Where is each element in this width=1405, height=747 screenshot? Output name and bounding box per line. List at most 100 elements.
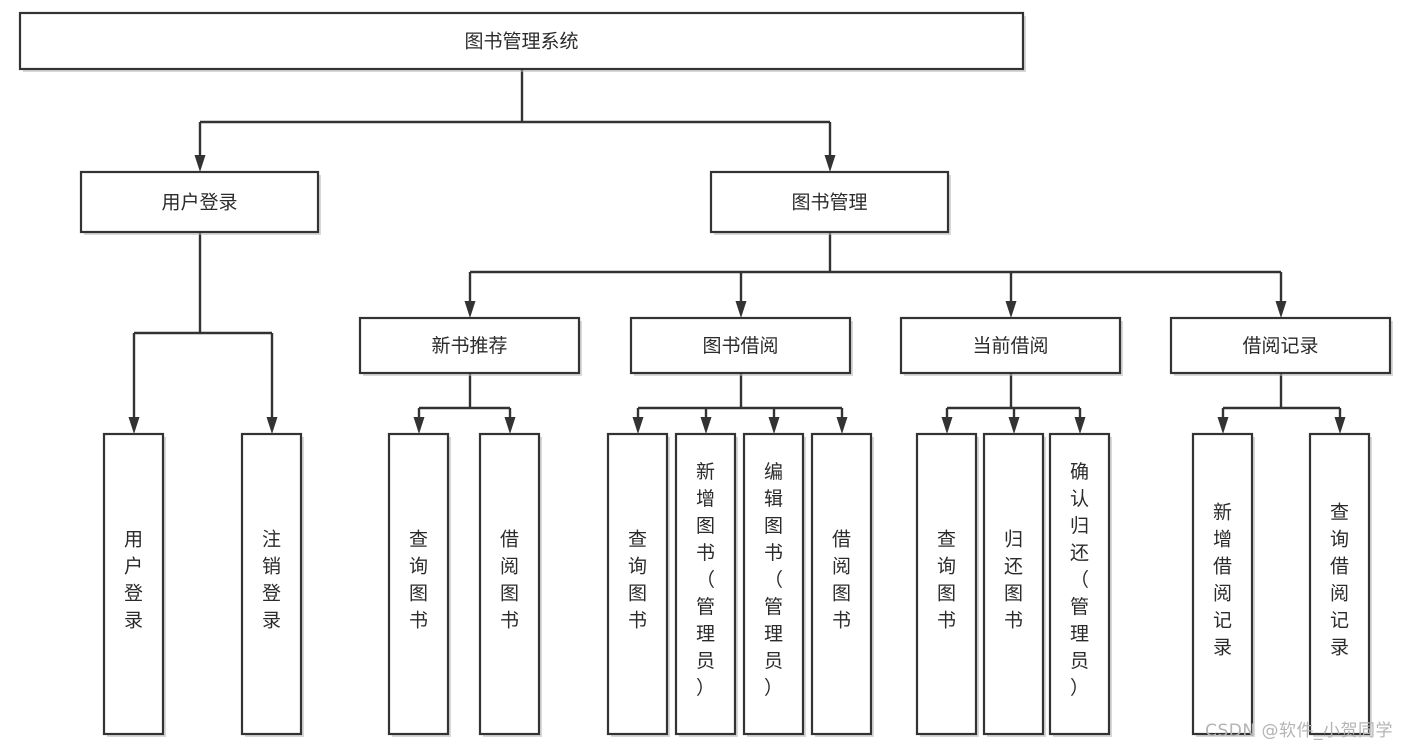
arrowhead-leaf-query-book-2 (632, 417, 644, 434)
node-leaf-user-login[interactable]: 用户登录 (102, 432, 166, 737)
node-leaf-return-book[interactable]: 归还图书 (982, 432, 1046, 737)
node-leaf-borrow-book-2[interactable]: 借阅图书 (810, 432, 874, 737)
node-label: 编辑图书（管理员） (764, 461, 783, 699)
glyph: 查 (409, 529, 428, 551)
node-leaf-confirm-return[interactable]: 确认归还（管理员） (1048, 432, 1112, 737)
node-leaf-query-book-1[interactable]: 查询图书 (387, 432, 451, 737)
glyph: 书 (500, 610, 519, 632)
glyph: ） (696, 677, 715, 699)
arrowhead-book-borrow (735, 301, 747, 318)
node-leaf-borrow-book-1[interactable]: 借阅图书 (478, 432, 542, 737)
glyph: 书 (628, 610, 647, 632)
node-box[interactable] (915, 432, 978, 736)
glyph: 图 (832, 583, 851, 605)
glyph: （ (696, 569, 715, 591)
glyph: 书 (696, 542, 715, 564)
arrowhead-leaf-user-login (128, 417, 140, 434)
node-box[interactable] (240, 432, 303, 736)
glyph: 员 (1070, 650, 1089, 672)
arrowhead-leaf-logout (266, 417, 278, 434)
arrowhead-leaf-query-record (1334, 417, 1346, 434)
glyph: 图 (937, 583, 956, 605)
node-box[interactable] (606, 432, 669, 736)
node-box[interactable] (478, 432, 541, 736)
arrowhead-new-book-rec (464, 301, 476, 318)
node-label: 查询图书 (409, 529, 428, 632)
glyph: 销 (262, 556, 281, 578)
node-box[interactable] (1169, 316, 1392, 375)
node-leaf-query-record[interactable]: 查询借阅记录 (1308, 432, 1372, 737)
glyph: 认 (1070, 488, 1089, 510)
node-root[interactable]: 图书管理系统 (18, 11, 1026, 72)
glyph: 阅 (1213, 583, 1232, 605)
node-leaf-add-book[interactable]: 新增图书（管理员） (674, 432, 738, 737)
glyph: 借 (1213, 556, 1232, 578)
glyph: （ (764, 569, 783, 591)
node-box[interactable] (742, 432, 805, 736)
node-box[interactable] (982, 432, 1045, 736)
node-box[interactable] (102, 432, 165, 736)
glyph: 管 (764, 596, 783, 618)
glyph: 记 (1213, 610, 1232, 632)
glyph: 录 (124, 610, 143, 632)
node-box[interactable] (358, 316, 581, 375)
node-box[interactable] (18, 11, 1025, 71)
node-box[interactable] (1191, 432, 1254, 736)
node-user-login[interactable]: 用户登录 (79, 170, 321, 235)
glyph: 理 (764, 623, 783, 645)
glyph: ） (764, 677, 783, 699)
glyph: 阅 (832, 556, 851, 578)
node-borrow-record[interactable]: 借阅记录 (1169, 316, 1393, 376)
glyph: 书 (764, 542, 783, 564)
node-new-book-rec[interactable]: 新书推荐 (358, 316, 582, 376)
glyph: 录 (1213, 637, 1232, 659)
glyph: 图 (628, 583, 647, 605)
glyph: 理 (1070, 623, 1089, 645)
glyph: 户 (124, 556, 143, 578)
arrowhead-leaf-add-record (1217, 417, 1229, 434)
glyph: 询 (409, 556, 428, 578)
glyph: ） (1070, 677, 1089, 699)
node-leaf-query-book-3[interactable]: 查询图书 (915, 432, 979, 737)
glyph: 查 (628, 529, 647, 551)
node-box[interactable] (674, 432, 737, 736)
node-label: 注销登录 (262, 529, 281, 632)
node-label: 新增借阅记录 (1213, 502, 1232, 659)
glyph: 借 (832, 529, 851, 551)
glyph: 询 (937, 556, 956, 578)
node-box[interactable] (1308, 432, 1371, 736)
node-box[interactable] (79, 170, 320, 234)
node-current-borrow[interactable]: 当前借阅 (899, 316, 1123, 376)
glyph: 记 (1330, 610, 1349, 632)
glyph: 询 (628, 556, 647, 578)
node-label: 借阅图书 (500, 529, 519, 632)
node-leaf-logout[interactable]: 注销登录 (240, 432, 304, 737)
glyph: 图 (500, 583, 519, 605)
node-label: 查询图书 (937, 529, 956, 632)
node-leaf-edit-book[interactable]: 编辑图书（管理员） (742, 432, 806, 737)
node-leaf-add-record[interactable]: 新增借阅记录 (1191, 432, 1255, 737)
node-box[interactable] (810, 432, 873, 736)
node-box[interactable] (899, 316, 1122, 375)
node-box[interactable] (629, 316, 852, 375)
node-box[interactable] (1048, 432, 1111, 736)
glyph: 还 (1004, 556, 1023, 578)
node-box[interactable] (709, 170, 950, 234)
glyph: 书 (409, 610, 428, 632)
glyph: （ (1070, 569, 1089, 591)
glyph: 录 (262, 610, 281, 632)
node-leaf-query-book-2[interactable]: 查询图书 (606, 432, 670, 737)
arrowhead-leaf-borrow-book-2 (836, 417, 848, 434)
node-book-borrow[interactable]: 图书借阅 (629, 316, 853, 376)
node-label: 图书管理系统 (464, 31, 578, 53)
glyph: 查 (1330, 502, 1349, 524)
node-label: 图书借阅 (702, 335, 778, 357)
arrowhead-leaf-borrow-book-1 (504, 417, 516, 434)
glyph: 确 (1070, 461, 1089, 483)
glyph: 员 (764, 650, 783, 672)
node-box[interactable] (387, 432, 450, 736)
node-book-manage[interactable]: 图书管理 (709, 170, 951, 235)
glyph: 图 (764, 515, 783, 537)
